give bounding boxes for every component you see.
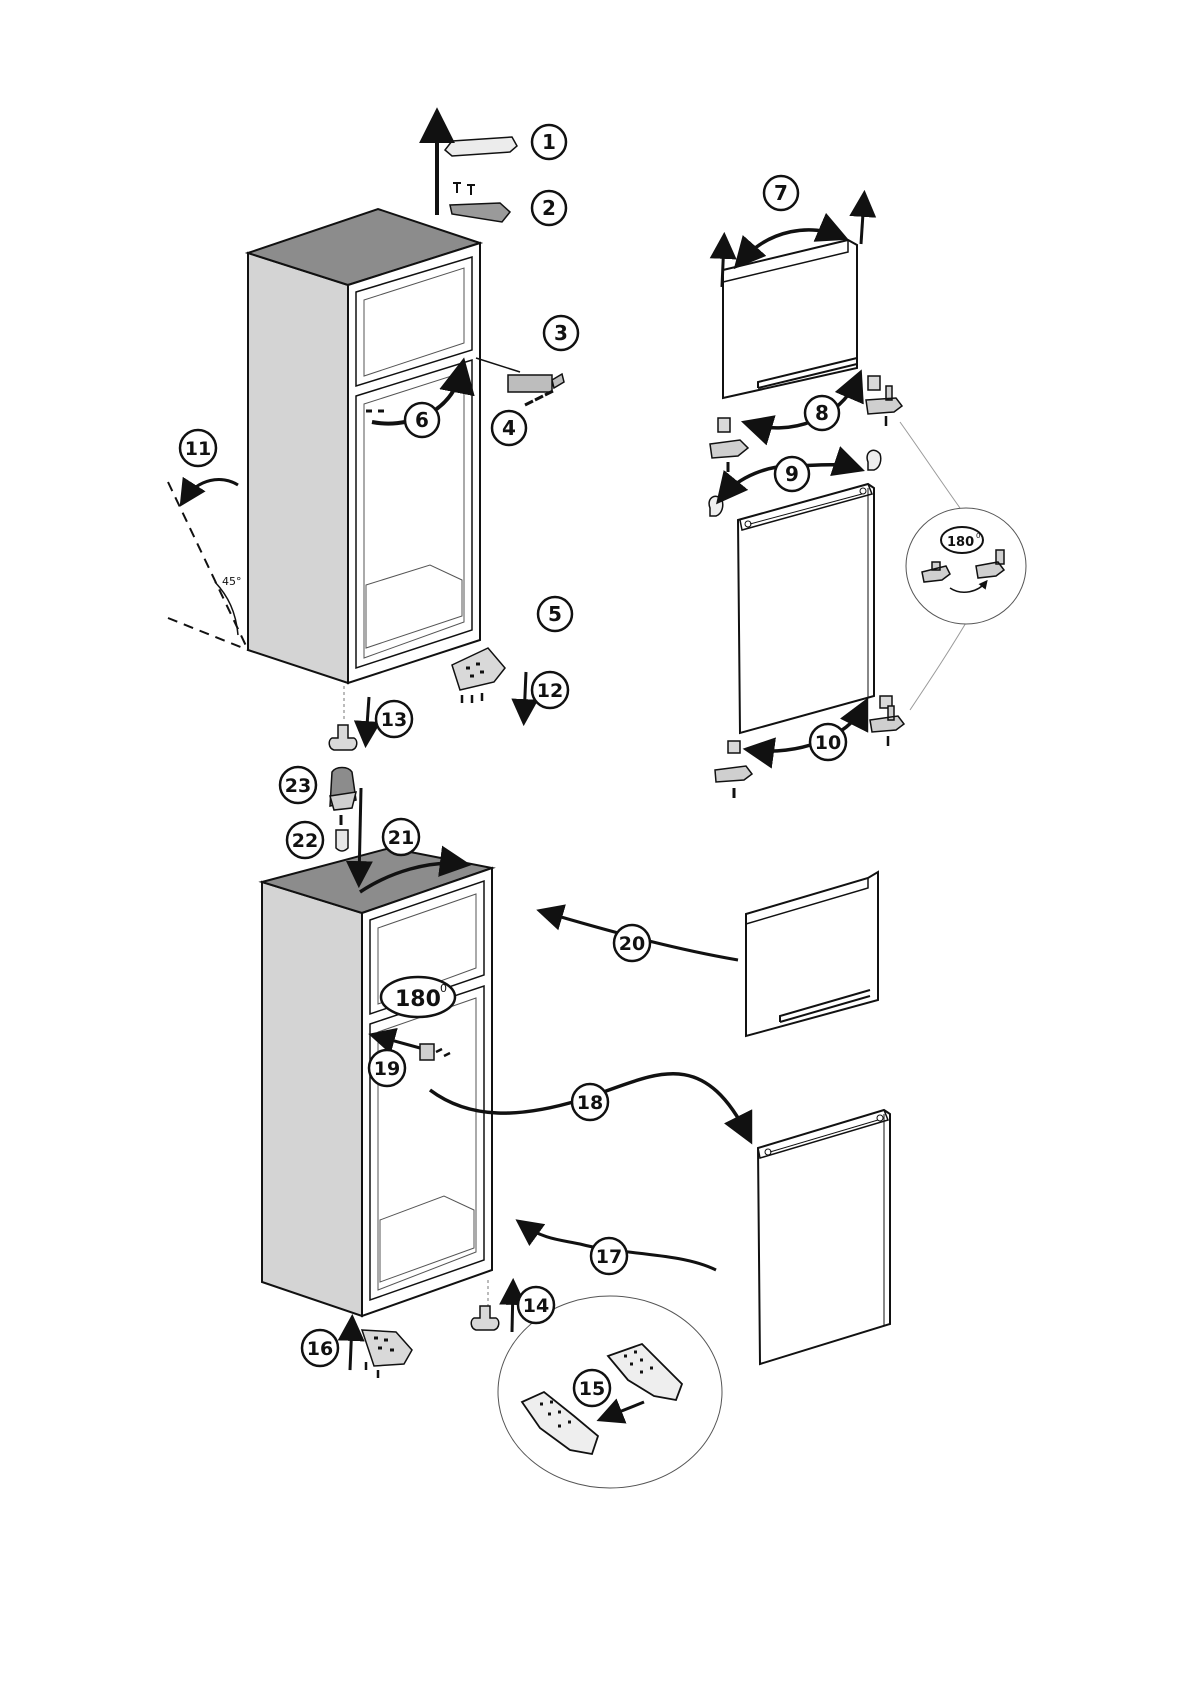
fridge-door-panel	[758, 1110, 890, 1364]
svg-text:1: 1	[542, 130, 556, 154]
svg-text:18: 18	[577, 1092, 603, 1114]
hinge-plate	[870, 706, 904, 732]
callout-13: 13	[376, 701, 412, 737]
callout-23: 23	[280, 767, 316, 803]
freezer-door-bottom	[746, 872, 878, 1036]
freezer-door-top	[722, 198, 864, 398]
leader-line	[910, 616, 970, 710]
svg-text:23: 23	[285, 775, 311, 797]
callout-18: 18	[572, 1084, 608, 1120]
hinge-plate	[715, 766, 752, 782]
fridge-cabinet-top	[248, 209, 480, 720]
rotation-label: 180	[395, 987, 441, 1012]
hinge-pin-block	[718, 418, 730, 432]
up-arrow	[722, 240, 724, 287]
screw-icon	[453, 183, 475, 195]
fridge-door-top	[738, 484, 874, 733]
callout-20: 20	[614, 925, 650, 961]
detail-circle	[906, 508, 1026, 624]
callout-6: 6	[405, 403, 439, 437]
screw-icon	[525, 391, 553, 405]
callout-9: 9	[775, 457, 809, 491]
svg-text:6: 6	[415, 408, 429, 432]
middle-hinge-bracket	[508, 374, 564, 392]
rotation-degree-mark: 0	[976, 532, 980, 540]
callout-15: 15	[574, 1370, 610, 1406]
top-hinge-plate	[450, 203, 510, 222]
up-arrow	[512, 1286, 513, 1332]
up-arrow	[861, 198, 864, 244]
door-stopper	[867, 450, 881, 470]
fridge-door-bottom	[758, 1110, 890, 1364]
hinge-cover-base	[330, 792, 356, 810]
hinge-pin-block	[868, 376, 880, 390]
move-arrow	[476, 358, 520, 372]
callout-10: 10	[810, 724, 846, 760]
down-arrow	[359, 788, 361, 880]
cabinet-side-panel	[262, 882, 362, 1316]
callout-17: 17	[591, 1238, 627, 1274]
svg-text:21: 21	[388, 827, 414, 849]
down-arrow	[524, 672, 526, 718]
adjustable-foot	[471, 1306, 499, 1330]
callout-11: 11	[180, 430, 216, 466]
middle-hinge-bracket	[420, 1044, 434, 1060]
svg-text:13: 13	[381, 709, 407, 731]
bottom-hinge	[362, 1330, 412, 1366]
svg-text:19: 19	[374, 1058, 400, 1080]
door-stopper	[709, 496, 723, 516]
callout-5: 5	[538, 597, 572, 631]
svg-text:14: 14	[523, 1295, 549, 1317]
bottom-hinge	[452, 648, 505, 690]
hinge-plate	[710, 440, 748, 458]
up-arrow	[350, 1322, 352, 1370]
svg-text:10: 10	[815, 732, 841, 754]
svg-text:9: 9	[785, 462, 799, 486]
svg-text:3: 3	[554, 321, 568, 345]
svg-text:2: 2	[542, 196, 556, 220]
cabinet-side-panel	[248, 253, 348, 683]
callout-21: 21	[383, 819, 419, 855]
angle-label: 45°	[222, 575, 242, 588]
callout-1: 1	[532, 125, 566, 159]
callout-4: 4	[492, 411, 526, 445]
svg-text:11: 11	[185, 438, 211, 460]
svg-text:4: 4	[502, 416, 516, 440]
rotation-label: 180	[947, 535, 974, 550]
svg-text:7: 7	[774, 181, 788, 205]
svg-text:17: 17	[596, 1246, 622, 1268]
svg-text:15: 15	[579, 1378, 605, 1400]
callout-8: 8	[805, 396, 839, 430]
callout-3: 3	[544, 316, 578, 350]
top-hinge-cover	[445, 137, 517, 156]
freezer-door-panel	[746, 872, 878, 1036]
screw-icon	[462, 693, 482, 703]
adjustable-foot	[329, 725, 357, 750]
svg-text:20: 20	[619, 933, 645, 955]
hinge-pin	[336, 830, 348, 851]
callout-7: 7	[764, 176, 798, 210]
svg-text:12: 12	[537, 680, 563, 702]
callout-19: 19	[369, 1050, 405, 1086]
rotation-degree-mark: 0	[440, 982, 447, 995]
callout-12: 12	[532, 672, 568, 708]
callout-22: 22	[287, 822, 323, 858]
svg-text:8: 8	[815, 401, 829, 425]
svg-text:16: 16	[307, 1338, 333, 1360]
down-arrow	[366, 697, 369, 740]
leader-line	[900, 422, 960, 508]
callout-2: 2	[532, 191, 566, 225]
hinge-pin-block	[728, 741, 740, 753]
svg-text:5: 5	[548, 602, 562, 626]
rotate-arrow	[184, 480, 238, 500]
svg-text:22: 22	[292, 830, 318, 852]
callout-14: 14	[518, 1287, 554, 1323]
callout-16: 16	[302, 1330, 338, 1366]
